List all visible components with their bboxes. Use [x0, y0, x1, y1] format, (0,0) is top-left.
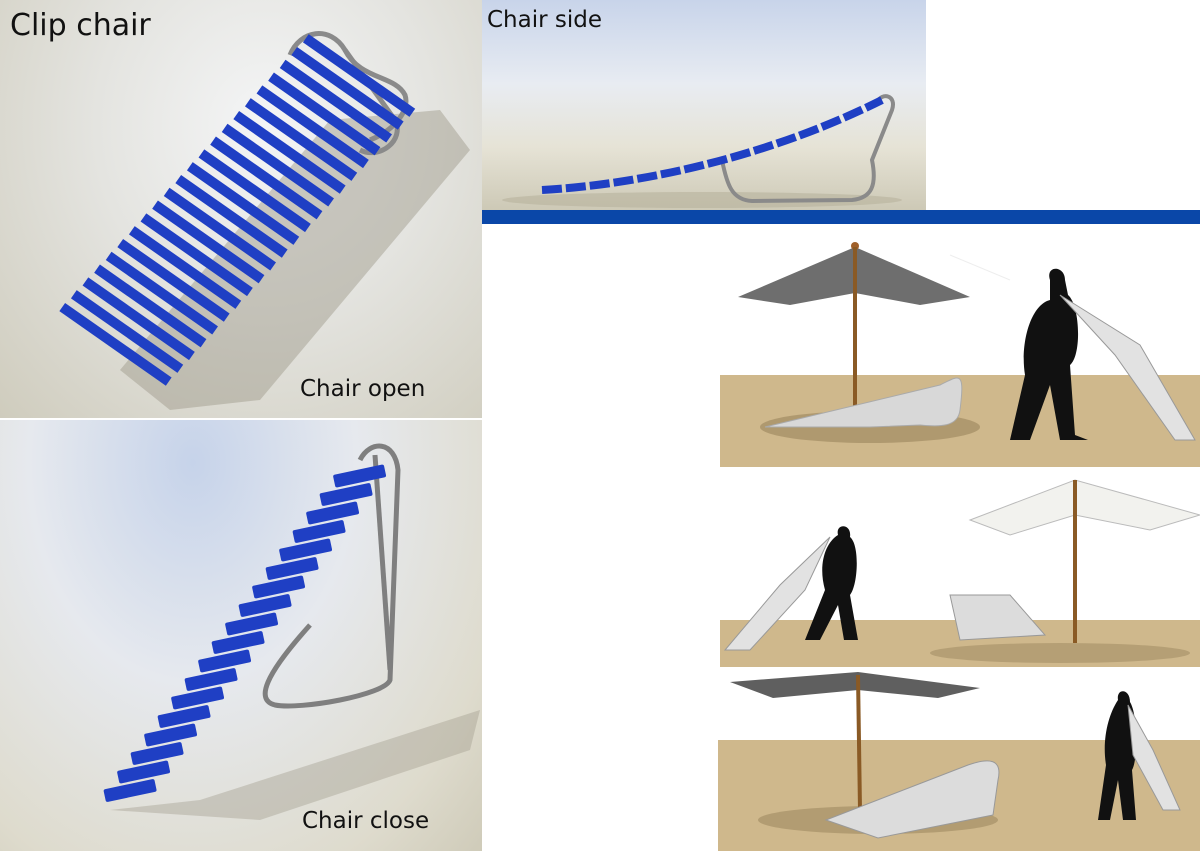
slat [103, 779, 157, 802]
umbrella-canopy [730, 672, 980, 698]
slat [233, 110, 346, 194]
person-silhouette [1010, 268, 1088, 440]
slat [171, 686, 225, 710]
chair-open-render [0, 0, 482, 418]
umbrella-rope [949, 254, 1011, 281]
slat [117, 238, 230, 322]
slat [306, 501, 360, 525]
beach-scene-3 [718, 670, 1200, 851]
umbrella-shadow [930, 643, 1190, 663]
slat [140, 213, 253, 297]
lounge-chair [764, 377, 963, 428]
close-shadow [110, 710, 480, 820]
slat [221, 123, 334, 207]
chair-shadow [120, 110, 470, 410]
slat [210, 136, 323, 220]
carried-chair [723, 536, 831, 651]
side-slats [541, 96, 884, 194]
slat [59, 302, 172, 386]
close-chair-illustration [103, 443, 480, 820]
carried-chair [1127, 704, 1181, 811]
close-slats-group [103, 464, 387, 802]
slat [265, 557, 319, 580]
side-chair-illustration [502, 94, 902, 208]
chair-close-label: Chair close [302, 808, 430, 834]
slat [94, 264, 207, 348]
slat [130, 742, 184, 765]
open-chair-illustration [59, 31, 470, 410]
page-title: Clip chair [10, 8, 151, 43]
slat [144, 723, 198, 747]
slat [291, 46, 404, 130]
slat [244, 98, 358, 181]
umbrella-canopy [968, 479, 1200, 536]
slat [211, 631, 265, 654]
lounge-chair [824, 760, 1000, 839]
chair-side-render [482, 0, 926, 210]
slat [279, 59, 392, 143]
lounge-chair [949, 594, 1047, 641]
chair-frame-back [342, 48, 409, 143]
slat [333, 464, 387, 488]
slat [268, 72, 381, 156]
umbrella-pole [856, 674, 862, 811]
slat [279, 538, 333, 562]
chair-close-render [0, 420, 482, 851]
beach-scene-2 [720, 475, 1200, 667]
slat [225, 612, 279, 636]
section-divider [482, 210, 1200, 224]
carried-chair [1059, 294, 1196, 441]
beach-scene-2-illustration [720, 479, 1200, 667]
slat [157, 705, 211, 728]
person-silhouette [805, 526, 858, 640]
beach-scene-1 [720, 235, 1200, 467]
beach-scene-3-illustration [718, 672, 1200, 851]
slat [186, 162, 300, 245]
beach-scene-1-illustration [720, 242, 1200, 467]
open-slats-group [59, 34, 416, 386]
close-frame [262, 443, 401, 709]
slat [238, 594, 292, 617]
slat [163, 187, 276, 271]
slat [175, 174, 288, 258]
slat [319, 483, 373, 506]
slat [105, 251, 218, 335]
slat [256, 85, 369, 169]
slat [70, 290, 184, 373]
slat [252, 575, 306, 599]
slat [198, 649, 252, 673]
slat [152, 200, 265, 284]
side-shadow [502, 192, 902, 208]
slat [292, 520, 346, 543]
person-silhouette [1098, 691, 1137, 820]
slat [128, 226, 242, 309]
side-frame [720, 94, 895, 204]
slat [82, 277, 195, 361]
chair-open-label: Chair open [300, 376, 426, 402]
chair-side-label: Chair side [487, 7, 603, 33]
slat [302, 34, 416, 117]
slat [184, 668, 238, 691]
slat [117, 760, 171, 784]
close-frame-inner [372, 454, 393, 671]
slat [198, 149, 311, 233]
